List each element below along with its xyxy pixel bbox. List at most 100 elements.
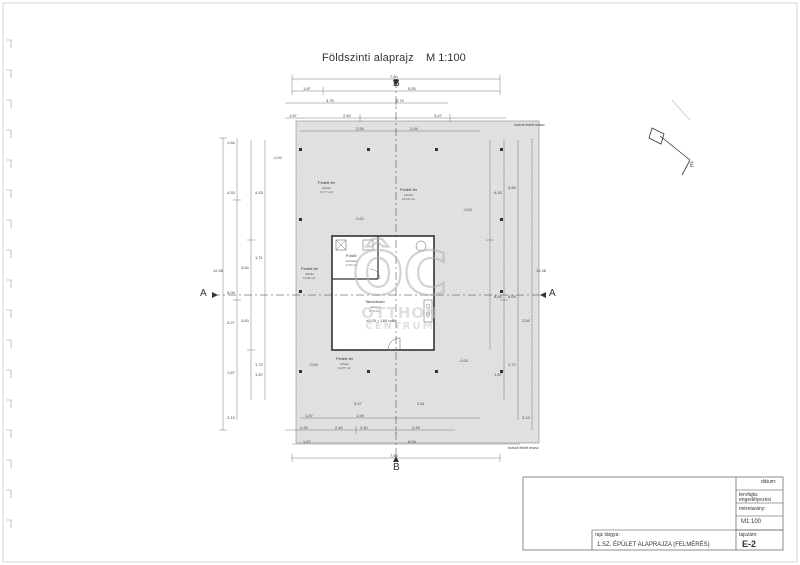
- dim-label: 3,13: [227, 415, 235, 420]
- dim-label: 3,63: [241, 318, 249, 323]
- tb-scale-value: M1:100: [741, 519, 762, 525]
- room-sub-terasz-w: tolható: [305, 272, 315, 276]
- level-mark: -0,01: [459, 358, 469, 363]
- section-arrow-a-left: [212, 292, 218, 298]
- section-label-a-right: A: [549, 288, 556, 299]
- dim-label: 6,09: [227, 290, 235, 295]
- dimension-lines-left: [219, 137, 266, 431]
- terrace-note-bottom: burkolt fedett terasz: [508, 446, 539, 450]
- shower-fixture: [335, 239, 347, 251]
- kitchen-counter: [423, 299, 433, 323]
- room-sub-furdo: burkolat: [346, 259, 357, 263]
- room-name-terasz-ne: Fedett tér: [400, 187, 418, 192]
- dim-label: 8,08: [408, 439, 416, 444]
- dim-label: 2,50: [343, 113, 351, 118]
- dimension-lines-bottom: [285, 417, 520, 462]
- terrace-note-top: burkolt fedett terasz: [514, 123, 545, 127]
- level-mark: -0,01: [355, 216, 365, 221]
- level-mark: -0,01: [273, 155, 283, 160]
- room-area-terasz-w: 11,59 m2: [303, 276, 316, 280]
- dim-label: 2,04: [410, 126, 418, 131]
- dim-label: 2,40: [360, 425, 368, 430]
- room-name-tartozkodo: Tartózkodó: [365, 299, 385, 304]
- room-area-furdo: 2,72 m2: [346, 263, 357, 267]
- level-mark-datum: ±0,00 = 160 mBf: [366, 318, 396, 323]
- dim-label: 3,47: [434, 113, 442, 118]
- room-area-terasz-s: 14,87 m2: [338, 366, 351, 370]
- dim-label: 1,64: [227, 140, 235, 145]
- room-sub-tartozkodo: csempe: [370, 305, 381, 309]
- dim-label: 3,27: [227, 320, 235, 325]
- door-swing: [387, 337, 401, 351]
- north-label: É: [690, 163, 695, 169]
- tb-scale-label: méretarány:: [739, 506, 766, 512]
- section-arrow-b-top: [393, 80, 399, 86]
- room-sub-terasz-s: tolható: [340, 362, 350, 366]
- dim-label: 3,47: [354, 401, 362, 406]
- dim-label: 2,54: [356, 126, 364, 131]
- room-area-tartozkodo: 17,6 m2: [369, 309, 380, 313]
- room-sub-terasz-nw: tolható: [322, 186, 332, 190]
- dim-label: 1,94: [356, 413, 364, 418]
- dim-label: 2,49: [412, 425, 420, 430]
- dim-label: 12,46: [213, 268, 224, 273]
- tb-subject-label: rajz tárgya:: [595, 532, 620, 538]
- section-label-b-bottom: B: [393, 462, 400, 473]
- dim-label: 3,54: [522, 318, 530, 323]
- dim-label: 3,13: [522, 415, 530, 420]
- dim-label: 1,87: [303, 86, 311, 91]
- dim-label: 5,55: [408, 86, 416, 91]
- tb-sheet-value: E-2: [742, 539, 757, 549]
- dim-label: 2,61: [417, 401, 425, 406]
- section-arrow-a-right: [540, 292, 546, 298]
- section-arrow-b-bottom: [393, 456, 399, 462]
- dim-label: 1,87: [494, 372, 502, 377]
- dim-label: 1,71: [255, 255, 263, 260]
- dim-label: 7,60: [390, 74, 398, 79]
- dim-label: 8,64: [494, 294, 502, 299]
- section-label-b-top: B: [393, 78, 400, 89]
- dim-label: 1,67: [305, 413, 313, 418]
- level-mark: -0,01: [463, 207, 473, 212]
- room-sub-terasz-ne: tolható: [404, 193, 414, 197]
- dim-label: 12,46: [536, 268, 547, 273]
- dim-label: 3,54: [508, 185, 516, 190]
- drawing-scale: M 1:100: [426, 52, 466, 64]
- dim-label: 4,53: [255, 190, 263, 195]
- dim-label: 1,72: [255, 362, 263, 367]
- room-name-terasz-s: Fedett tér: [336, 356, 354, 361]
- dim-label: 3,64: [241, 265, 249, 270]
- dimension-lines-top: [285, 75, 506, 132]
- dim-label: 1,67: [289, 113, 297, 118]
- building-walls: [331, 235, 435, 351]
- room-area-terasz-ne: 16,69 m2: [402, 197, 415, 201]
- room-name-terasz-w: Fedett tér: [301, 266, 319, 271]
- tb-phase-value: engedélyezési: [739, 497, 771, 503]
- room-name-terasz-nw: Fedett tér: [318, 180, 336, 185]
- dim-label: 7,66: [390, 453, 398, 458]
- tb-datum-label: dátum:: [761, 479, 777, 485]
- dim-label: 4,53: [227, 190, 235, 195]
- dim-label: 2,40: [335, 425, 343, 430]
- terrace-columns: [299, 148, 503, 373]
- dim-label: 1,87: [255, 372, 263, 377]
- dim-label: 1,67: [303, 439, 311, 444]
- tb-subject-value: 1.SZ. ÉPÜLET ALAPRAJZA (FELMÉRÉS): [597, 542, 710, 548]
- dim-label: 4,53: [494, 190, 502, 195]
- dim-label: 1,72: [508, 362, 516, 367]
- dimension-lines-right: [486, 138, 533, 430]
- dim-label: 3,76: [326, 98, 334, 103]
- binding-marks: [6, 39, 12, 528]
- dim-label: 3,74: [396, 98, 404, 103]
- room-name-furdo: Fürdő: [346, 253, 357, 258]
- tb-phase-label: tervfajta:: [739, 492, 759, 498]
- dim-label: 1,67: [227, 370, 235, 375]
- drawing-title: Földszinti alaprajz: [322, 52, 414, 64]
- section-label-a-left: A: [200, 288, 207, 299]
- level-mark: -0,01: [309, 362, 319, 367]
- sink-fixture: [415, 240, 427, 252]
- room-area-terasz-nw: 17,77 m2: [320, 190, 333, 194]
